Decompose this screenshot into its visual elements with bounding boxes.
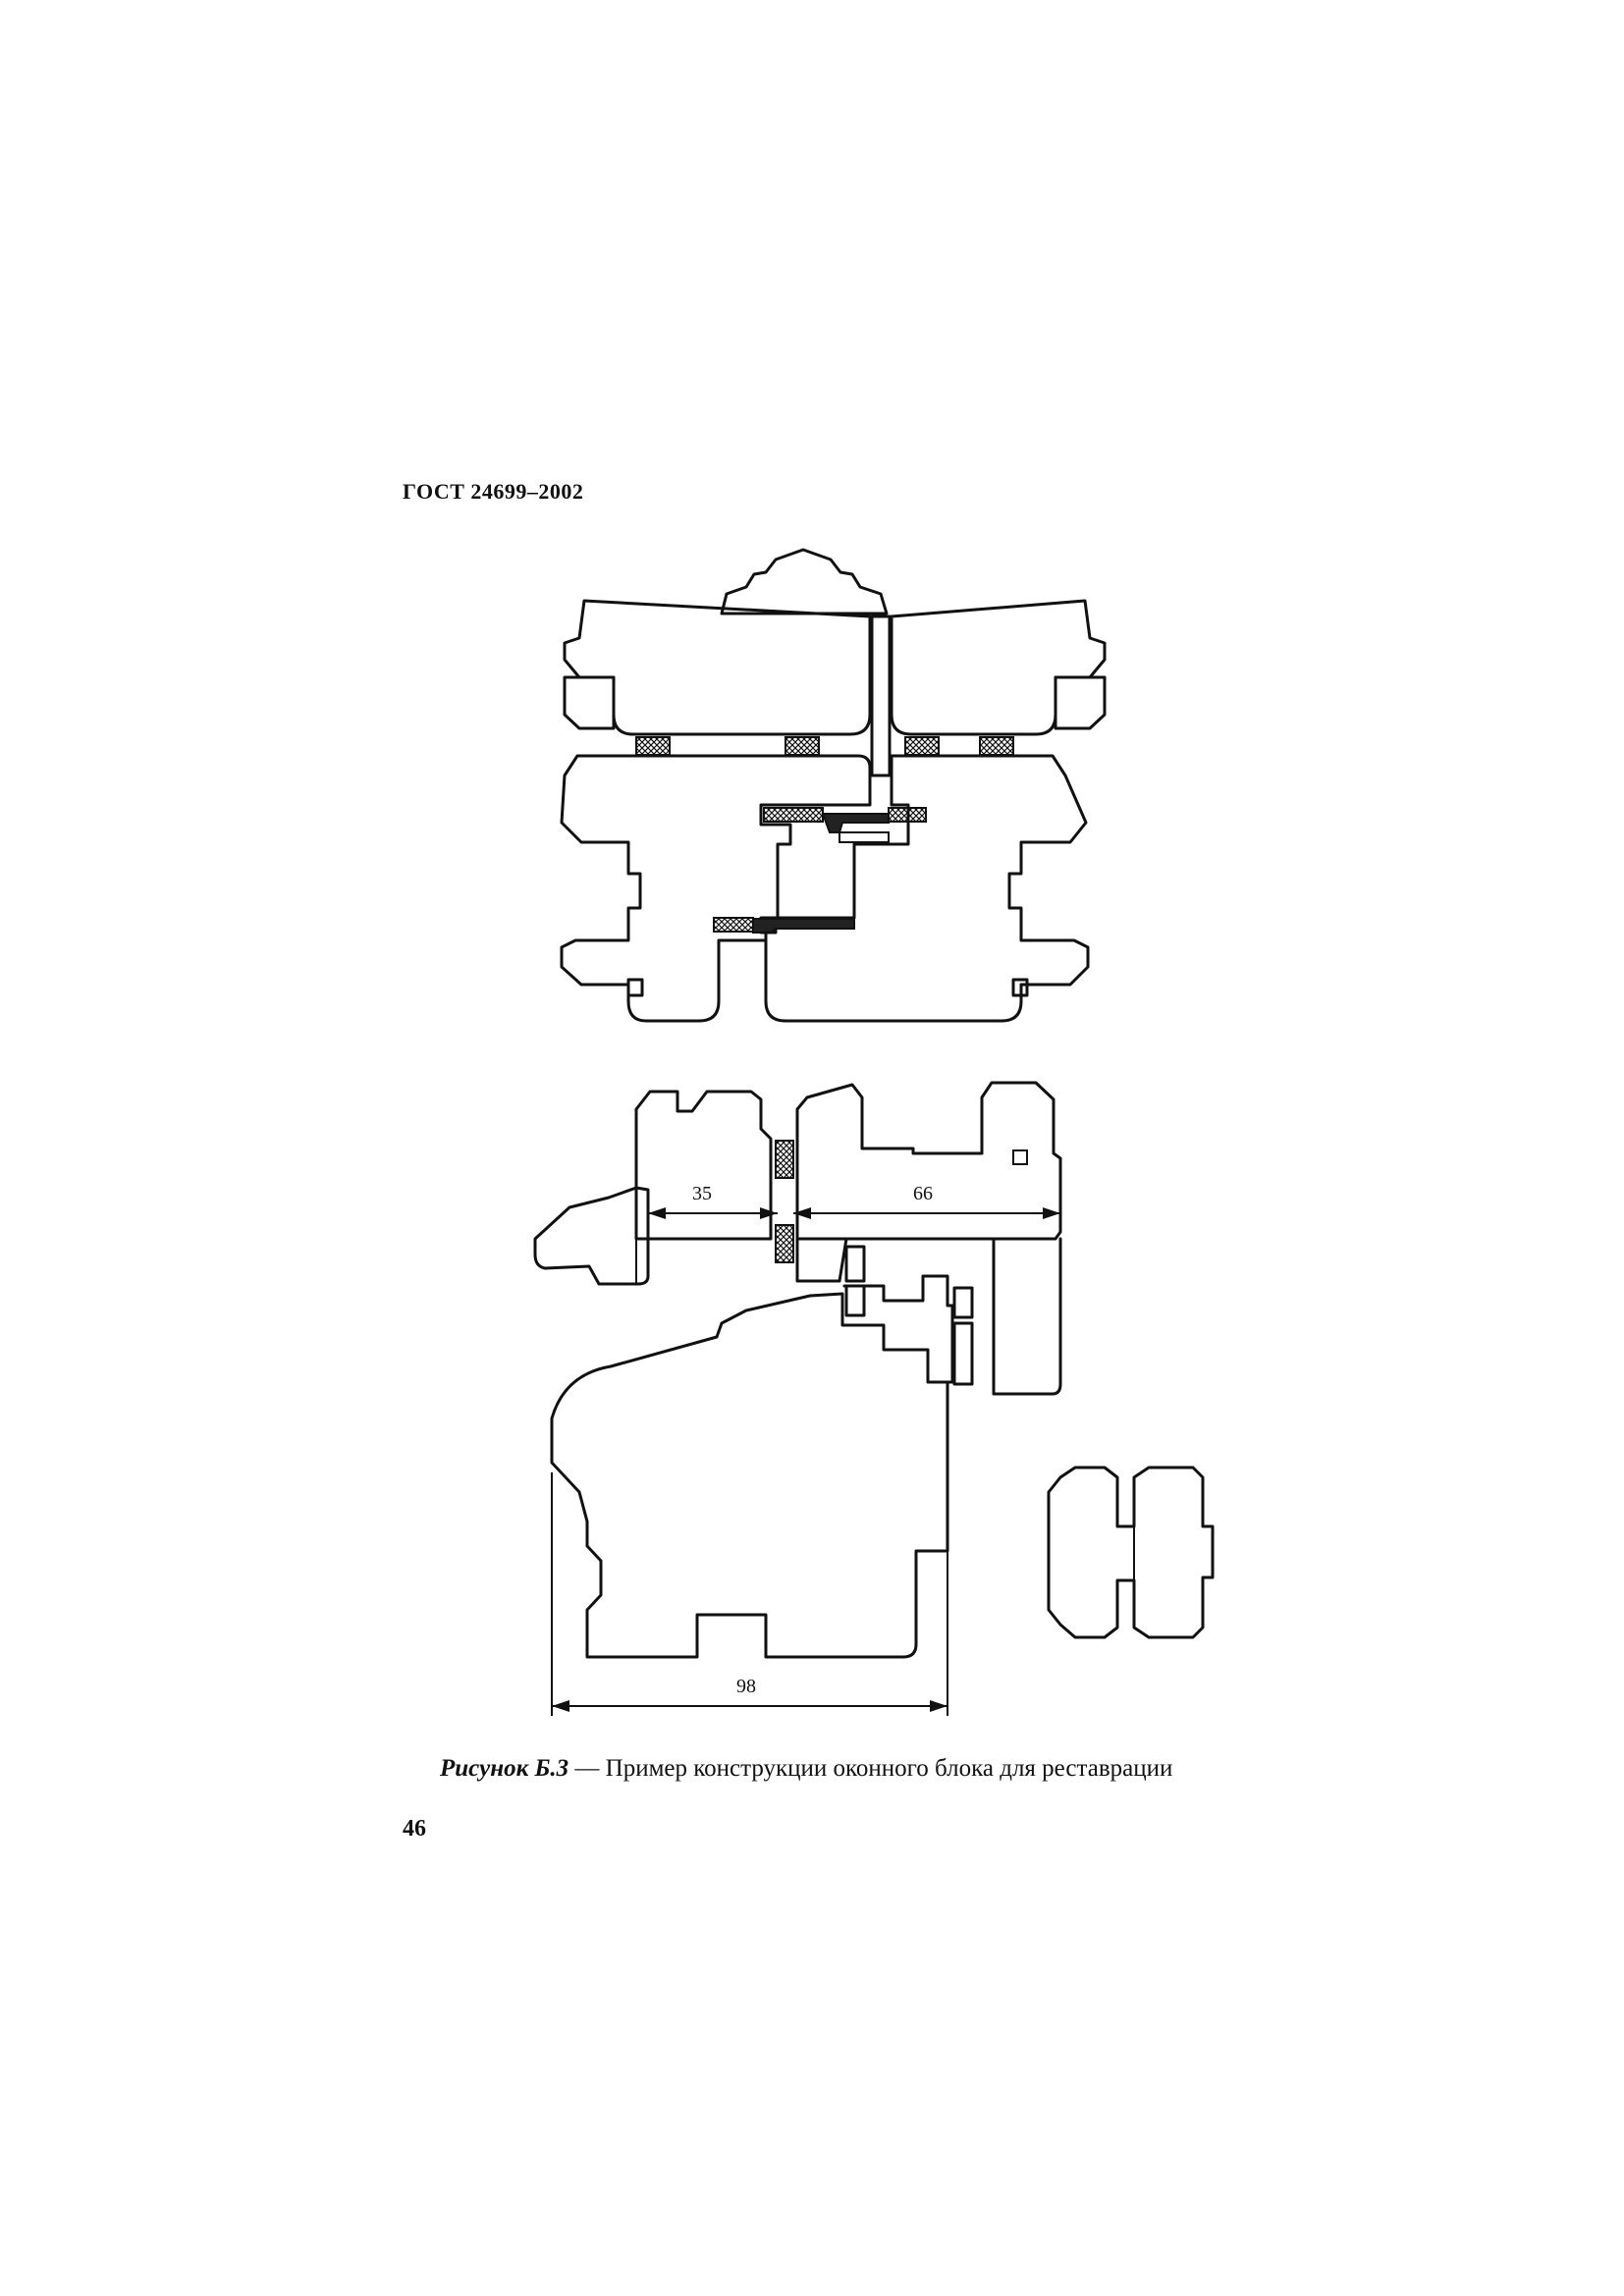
sash-left: [634, 1090, 773, 1241]
fitting: [763, 807, 824, 823]
figure-label: Рисунок Б.3: [440, 1755, 569, 1782]
gasket: [844, 1284, 866, 1317]
gasket: [952, 1286, 974, 1319]
upper-section: [560, 548, 1107, 1023]
dimension-98: 98: [736, 1676, 756, 1697]
detached-profile: [1047, 1466, 1215, 1639]
upper-left-bead: [563, 675, 616, 730]
seal: [785, 736, 820, 756]
sill-profile: [550, 1274, 954, 1659]
caption-dash: —: [568, 1755, 606, 1782]
upper-right-bead: [1054, 675, 1107, 730]
lower-left-sash: [560, 754, 872, 1023]
impost-cap: [720, 548, 889, 615]
frame-left: [533, 1186, 650, 1286]
detached-profile-inner: [1117, 1525, 1135, 1581]
seal: [635, 736, 671, 756]
lower-section: 35 66 98: [533, 1081, 1215, 1716]
fitting: [752, 918, 855, 934]
fitting: [713, 917, 754, 933]
seal: [979, 736, 1014, 756]
small-block: [626, 978, 644, 997]
small-block: [1012, 1149, 1028, 1165]
dimension-66: 66: [913, 1183, 933, 1204]
upper-left-frame: [563, 599, 872, 736]
seal: [775, 1140, 794, 1179]
fitting: [839, 831, 890, 843]
page-number: 46: [403, 1816, 426, 1842]
dimension-35: 35: [692, 1183, 712, 1204]
sash-right: [795, 1081, 1062, 1241]
caption-text: Пример конструкции оконного блока для ре…: [605, 1755, 1173, 1782]
upper-right-frame: [890, 599, 1107, 736]
fitting: [888, 807, 927, 823]
lower-right-sash: [764, 754, 1090, 1023]
frame-right-lower: [992, 1237, 1062, 1396]
seal: [775, 1224, 794, 1263]
seal: [904, 736, 940, 756]
gasket: [952, 1321, 974, 1386]
fitting: [821, 813, 890, 833]
document-header: ГОСТ 24699–2002: [403, 479, 584, 504]
frame-bottom: [795, 1237, 848, 1283]
gasket: [844, 1245, 866, 1283]
small-block: [1011, 978, 1029, 997]
figure-caption: Рисунок Б.3 — Пример конструкции оконног…: [440, 1755, 1172, 1783]
mullion: [870, 614, 892, 777]
